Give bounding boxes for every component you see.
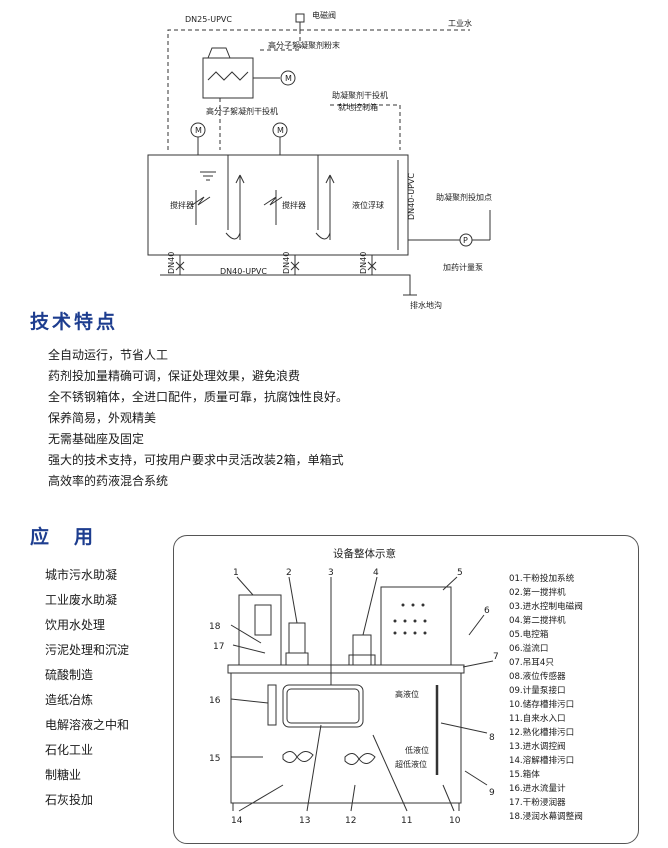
dn40-label-b: DN40 — [282, 252, 291, 274]
legend-item: 14.溶解槽排污口 — [509, 756, 575, 766]
application-item: 石化工业 — [45, 743, 94, 757]
application-item: 电解溶液之中和 — [45, 718, 130, 732]
legend-item: 18.浸润水幕调整阀 — [509, 812, 583, 822]
process-diagram: DN25-UPVC 电磁阀 工业水 高分子絮凝聚剂粉末 M 高分子絮凝剂干投机 … — [147, 10, 492, 310]
feeder-motor — [280, 70, 296, 86]
equipment-panel — [173, 535, 639, 844]
mixer-1-motor-label: M — [195, 126, 202, 135]
callout-1: 1 — [233, 568, 239, 578]
legend-item: 10.储存槽排污口 — [509, 700, 575, 710]
callout-16: 16 — [209, 696, 221, 706]
callout-10: 10 — [449, 816, 461, 826]
legend-item: 07.吊耳4只 — [509, 658, 554, 668]
legend-item: 09.计量泵接口 — [509, 686, 566, 696]
callout-12: 12 — [345, 816, 356, 826]
mixer-1-label: 搅拌器 — [170, 200, 194, 210]
high-level-label: 高液位 — [395, 689, 419, 699]
application-item: 制糖业 — [45, 768, 82, 782]
callout-7: 7 — [493, 652, 499, 662]
feature-item: 药剂投加量精确可调，保证处理效果，避免浪费 — [48, 369, 301, 383]
callout-17: 17 — [213, 642, 224, 652]
dosing-pump-label: 加药计量泵 — [443, 262, 483, 272]
pipe-side-label: DN40-UPVC — [407, 173, 416, 220]
application-item: 污泥处理和沉淀 — [45, 643, 130, 657]
coag-feed-point-label: 助凝聚剂投加点 — [436, 192, 492, 202]
legend-item: 04.第二搅拌机 — [509, 616, 566, 626]
control-box — [380, 586, 452, 666]
legend-item: 12.熟化槽排污口 — [509, 728, 575, 738]
solenoid-valve-label: 电磁阀 — [312, 10, 336, 20]
callout-3: 3 — [328, 568, 334, 578]
feature-item: 强大的技术支持，可按用户要求中灵活改装2箱，单箱式 — [48, 453, 344, 467]
equipment-title: 设备整体示意 — [333, 547, 396, 560]
callout-9: 9 — [489, 788, 495, 798]
callout-13: 13 — [299, 816, 310, 826]
feeder-motor-label: M — [285, 74, 292, 83]
callout-5: 5 — [457, 568, 463, 578]
polymer-feeder-label: 高分子絮凝剂干投机 — [206, 106, 278, 116]
mixer-2-label: 搅拌器 — [282, 200, 306, 210]
mixer-2-motor-label: M — [277, 126, 284, 135]
feature-item: 保养简易，外观精美 — [48, 411, 157, 425]
callout-2: 2 — [286, 568, 292, 578]
legend-item: 08.液位传感器 — [509, 672, 566, 682]
callout-11: 11 — [401, 816, 412, 826]
callout-18: 18 — [209, 622, 221, 632]
application-item: 城市污水助凝 — [45, 568, 118, 582]
feature-item: 无需基础座及固定 — [48, 432, 145, 446]
legend-item: 11.自来水入口 — [509, 714, 566, 724]
tank-body — [230, 672, 462, 804]
application-item: 饮用水处理 — [45, 618, 106, 632]
legend-item: 03.进水控制电磁阀 — [509, 602, 583, 612]
callout-14: 14 — [231, 816, 243, 826]
callout-8: 8 — [489, 733, 495, 743]
pump-label: P — [463, 236, 468, 245]
pipe-bottom-label: DN40-UPVC — [220, 267, 267, 276]
legend-item: 02.第一搅拌机 — [509, 588, 566, 598]
feature-item: 全自动运行，节省人工 — [48, 348, 169, 362]
dn40-label-c: DN40 — [359, 252, 368, 274]
legend-item: 06.溢流口 — [509, 644, 549, 654]
callout-15: 15 — [209, 754, 220, 764]
drain-ditch-label: 排水地沟 — [410, 300, 442, 310]
legend-item: 15.箱体 — [509, 770, 540, 780]
legend-item: 05.电控箱 — [509, 630, 549, 640]
polymer-powder-label: 高分子絮凝聚剂粉末 — [268, 40, 340, 50]
legend-item: 13.进水调控阀 — [509, 742, 566, 752]
dn40-label-a: DN40 — [167, 252, 176, 274]
low-level-label: 低液位 — [405, 745, 429, 755]
application-item: 石灰投加 — [45, 793, 94, 807]
control-box-label-2: 就地控制箱 — [338, 102, 378, 112]
equipment-diagram: 设备整体示意 高液位 低液位 超低液位 1 — [209, 547, 499, 826]
control-box-label-1: 助凝聚剂干投机 — [332, 90, 388, 100]
application-item: 工业废水助凝 — [45, 593, 118, 607]
legend-item: 16.进水流量计 — [509, 784, 566, 794]
level-float-label: 液位浮球 — [352, 200, 384, 210]
feature-item: 全不锈钢箱体，全进口配件，质量可靠，抗腐蚀性良好。 — [48, 390, 349, 404]
callout-4: 4 — [373, 568, 379, 578]
callout-6: 6 — [484, 606, 490, 616]
applications-title: 应 用 — [30, 526, 97, 548]
pipe-top-label: DN25-UPVC — [185, 15, 232, 24]
features-title: 技术特点 — [30, 311, 119, 333]
legend-item: 01.干粉投加系统 — [509, 574, 575, 584]
ultra-low-level-label: 超低液位 — [395, 759, 427, 769]
feature-item: 高效率的药液混合系统 — [48, 474, 169, 488]
application-item: 造纸冶炼 — [45, 693, 94, 707]
industrial-water-label: 工业水 — [448, 18, 472, 28]
legend-item: 17.干粉浸润器 — [509, 798, 566, 808]
application-item: 硫酸制造 — [45, 668, 94, 682]
